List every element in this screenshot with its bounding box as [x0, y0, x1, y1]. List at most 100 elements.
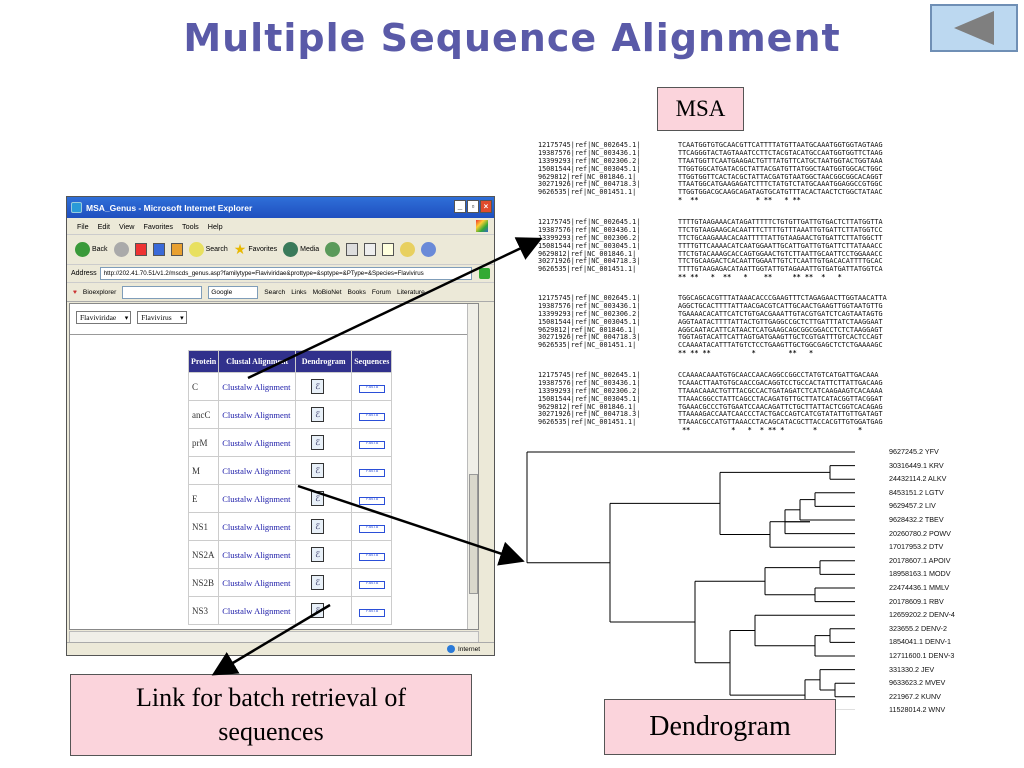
msa-block: 12175745|ref|NC_002645.1|TTTTGTAAGAAACAT…: [538, 218, 938, 282]
clustal-alignment-link[interactable]: Clustalw Alignment: [218, 484, 297, 513]
literature-link[interactable]: Literature: [396, 288, 425, 296]
dendrogram-leaf-label: 9629457.2 LIV: [889, 501, 936, 511]
print-icon[interactable]: [364, 243, 377, 256]
sequence-text: TTGGTGGCATGATACGCTATTACGATGTTATGGCTAATGG…: [678, 164, 883, 173]
clustal-alignment-link[interactable]: Clustalw Alignment: [218, 400, 297, 429]
msa-row: 30271926|ref|NC_004718.3|TTAAAAGACCAATCA…: [538, 411, 938, 419]
sequence-text: TGGTAGTACATTCATTAGTGATGAAGTTGCTCGTGATTTG…: [678, 333, 883, 342]
go-icon[interactable]: [479, 268, 490, 279]
sequence-text: TCAATGGTGTGCAACGTTCATTTTATGTTAATGCAAATGG…: [678, 141, 883, 149]
menu-view[interactable]: View: [118, 221, 135, 231]
msa-row: 12175745|ref|NC_002645.1|TTTTGTAAGAAACAT…: [538, 218, 938, 227]
dendrogram-leaf-label: 20260780.2 POWV: [889, 528, 951, 538]
menu-tools[interactable]: Tools: [182, 221, 199, 231]
dendrogram-icon[interactable]: ℰ: [311, 379, 325, 394]
sequence-text: TTAAACGGCCTATTCAGCCTACAGATGTTGCTTATCATAC…: [678, 394, 883, 403]
search-button[interactable]: Search: [188, 242, 228, 257]
browser-window: MSA_Genus - Microsoft Internet Explorer …: [66, 196, 495, 656]
fasta-icon[interactable]: FASTA: [359, 413, 386, 421]
history-icon[interactable]: [325, 242, 341, 257]
dendrogram-icon[interactable]: ℰ: [311, 575, 325, 590]
msa-row: 12175745|ref|NC_002645.1|TCAATGGTGTGCAAC…: [538, 141, 938, 150]
messenger-icon[interactable]: [421, 242, 437, 257]
dendrogram-icon[interactable]: ℰ: [311, 435, 325, 450]
dendrogram-leaf-label: 20178609.1 RBV: [889, 596, 944, 606]
home-icon[interactable]: [170, 243, 183, 256]
dendrogram-icon[interactable]: ℰ: [311, 547, 325, 562]
sequence-text: TTGGTGGACGCAAGCAGATAGTGCATGTTTACACTAACTC…: [678, 188, 883, 197]
protein-name: NS1: [187, 512, 220, 541]
menu-bar: File Edit View Favorites Tools Help: [67, 218, 494, 235]
refresh-icon[interactable]: [152, 243, 165, 256]
forward-icon[interactable]: [113, 242, 129, 257]
sequence-text: TGAAACGCCCTGTGAATCCAACAGATTCTGCTTATTACTC…: [678, 402, 883, 411]
scroll-thumb[interactable]: [469, 474, 478, 594]
dendrogram-icon[interactable]: ℰ: [311, 519, 325, 534]
dendrogram-leaf-label: 9633623.2 MVEV: [889, 678, 946, 688]
dendrogram-leaf-label: 20178607.1 APOIV: [889, 555, 951, 565]
books-link[interactable]: Books: [347, 288, 366, 296]
fasta-icon[interactable]: FASTA: [359, 497, 386, 505]
browser-title-bar: MSA_Genus - Microsoft Internet Explorer …: [67, 197, 494, 218]
vertical-scrollbar[interactable]: [467, 304, 478, 629]
mobionet-link[interactable]: MoBioNet: [312, 288, 342, 296]
links-link[interactable]: Links: [291, 288, 307, 296]
sequence-text: TTAAAAGACCAATCAACCCTACTGACCAGTCATCGTATAT…: [678, 410, 883, 419]
family-select[interactable]: Flaviviridae: [76, 311, 132, 324]
msa-row: 15081544|ref|NC_003045.1|TTAAACGGCCTATTC…: [538, 394, 938, 404]
maximize-button[interactable]: ▫: [467, 200, 479, 213]
sequence-text: AGGCAATACATTCATAACTCATGAAGCAGCGGCGGACCTC…: [678, 325, 883, 334]
dendrogram-cell: ℰ: [295, 428, 353, 457]
clustal-alignment-link[interactable]: Clustalw Alignment: [218, 372, 297, 401]
menu-help[interactable]: Help: [207, 221, 223, 231]
stop-icon[interactable]: [134, 243, 147, 256]
menu-file[interactable]: File: [77, 221, 89, 231]
search-link[interactable]: Search: [264, 288, 286, 296]
sequence-text: TCAAACTTAATGTGCAACCGACAGGTCCTGCCACTATTCT…: [678, 378, 883, 387]
back-button[interactable]: Back: [75, 242, 108, 257]
windows-flag-icon: [476, 220, 488, 232]
protein-name: ancC: [187, 400, 220, 429]
genus-select[interactable]: Flavivirus: [137, 311, 187, 324]
fasta-icon[interactable]: FASTA: [359, 581, 386, 589]
sequences-cell: FASTA: [351, 596, 393, 625]
fasta-icon[interactable]: FASTA: [359, 441, 386, 449]
menu-favorites[interactable]: Favorites: [143, 221, 173, 231]
bioexplorer-link[interactable]: Bioexplorer: [82, 288, 117, 296]
media-button[interactable]: Media: [283, 242, 319, 257]
menu-edit[interactable]: Edit: [97, 221, 110, 231]
fasta-icon[interactable]: FASTA: [359, 609, 386, 617]
msa-row: 12175745|ref|NC_002645.1|CCAAAACAAATGTGC…: [538, 371, 938, 380]
fasta-icon[interactable]: FASTA: [359, 469, 386, 477]
minimize-button[interactable]: _: [454, 200, 466, 213]
discuss-icon[interactable]: [400, 242, 416, 257]
msa-row: 30271926|ref|NC_004718.3|TTCTGCAAGACTCAC…: [538, 258, 938, 266]
dendrogram-icon[interactable]: ℰ: [311, 463, 325, 478]
sequence-text: TTAATGGCATGAAGAGATCTTTCTATGTCTATGCAAATGG…: [678, 180, 883, 189]
forum-link[interactable]: Forum: [371, 288, 391, 296]
clustal-alignment-link[interactable]: Clustalw Alignment: [218, 428, 297, 457]
mail-icon[interactable]: [346, 243, 359, 256]
dendrogram-cell: ℰ: [295, 540, 353, 569]
sequence-text: TTAAACAAACTGTTTACGCCACTGATAGATCTCATCAAGA…: [678, 386, 883, 395]
dendrogram-icon[interactable]: ℰ: [311, 407, 325, 422]
dendrogram-cell: ℰ: [295, 400, 353, 429]
dendrogram-leaf-label: 17017953.2 DTV: [889, 542, 944, 552]
clustal-alignment-link[interactable]: Clustalw Alignment: [218, 540, 297, 569]
back-arrow-button[interactable]: [930, 4, 1018, 52]
status-zone: Internet: [457, 645, 480, 653]
google-input[interactable]: Google: [208, 285, 259, 299]
fasta-icon[interactable]: FASTA: [359, 553, 386, 561]
sequence-text: TTCTGTAAGAAGCACAATTTCTTTTGTTTAAATTGTGATT…: [678, 225, 883, 234]
fasta-icon[interactable]: FASTA: [359, 525, 386, 533]
dendrogram-cell: ℰ: [295, 568, 353, 597]
favorites-button[interactable]: ★ Favorites: [233, 241, 278, 257]
fasta-icon[interactable]: FASTA: [359, 385, 386, 393]
edit-icon[interactable]: [382, 243, 395, 256]
close-button[interactable]: ×: [480, 200, 492, 213]
dendrogram-leaf-label: 1854041.1 DENV-1: [889, 637, 951, 647]
bioexplorer-dropdown[interactable]: [122, 285, 203, 299]
address-input[interactable]: http://202.41.70.51/v1.2/mscds_genus.asp…: [99, 267, 472, 280]
dendrogram-leaf-label: 9627245.2 YFV: [889, 447, 939, 456]
